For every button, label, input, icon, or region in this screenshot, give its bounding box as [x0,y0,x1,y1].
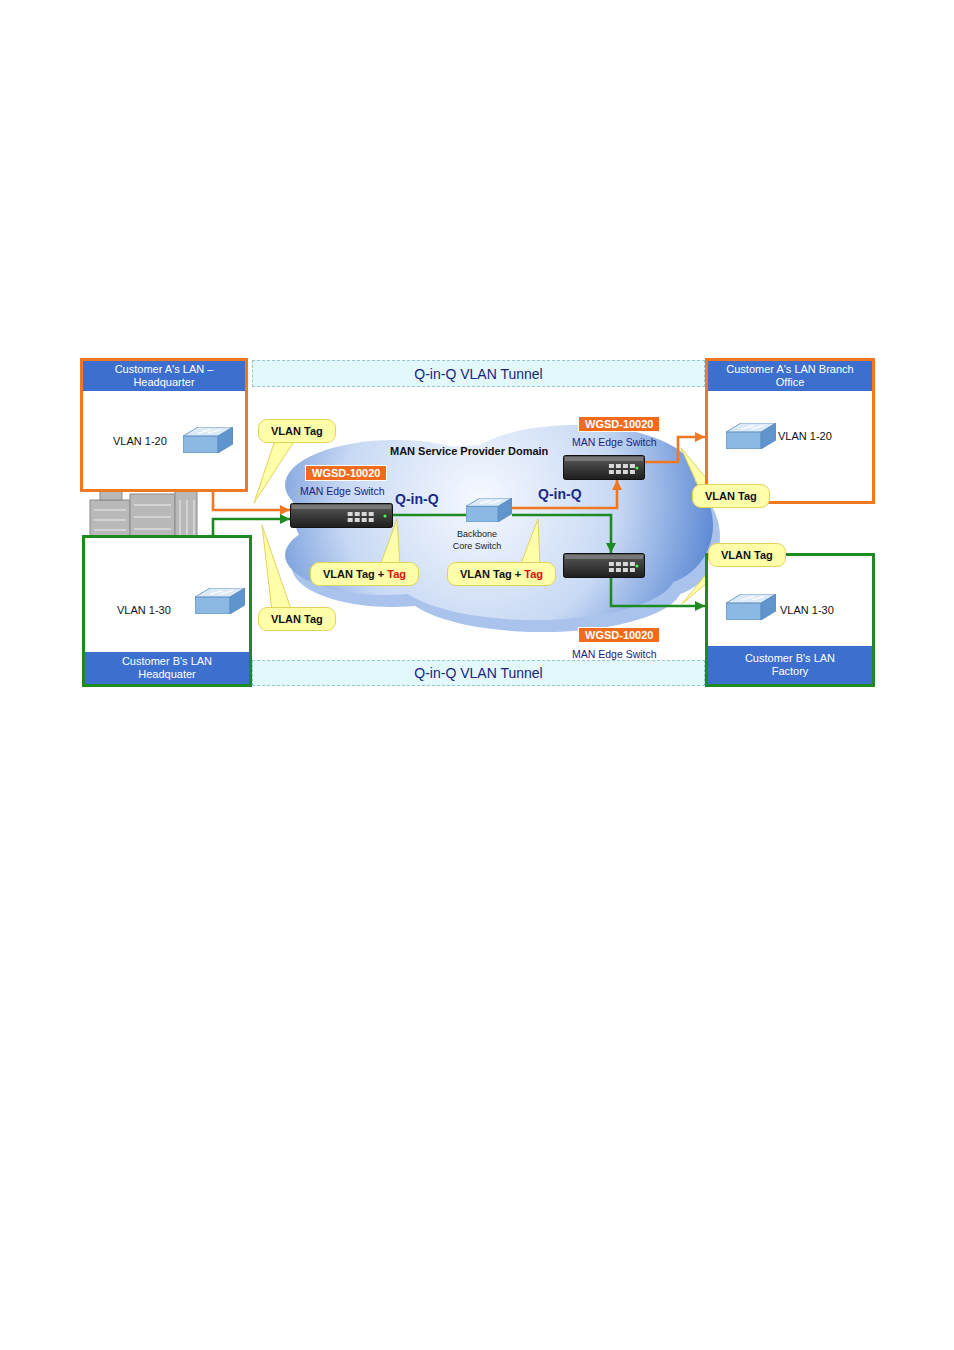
switch-icon [183,427,233,453]
switch-icon [195,588,245,614]
cloud-label: MAN Service Provider Domain [390,445,548,457]
tunnel-label: Q-in-Q VLAN Tunnel [253,661,704,685]
callout-text: VLAN Tag [271,425,323,437]
vlan-range: VLAN 1-20 [778,430,832,442]
edge-switch: WGSD-10020MAN Edge Switch [563,553,645,578]
tag-callout: VLAN Tag [258,419,336,443]
tag-callout: VLAN Tag [258,607,336,631]
vlan-range: VLAN 1-20 [113,435,167,447]
lan-box: VLAN 1-30Customer B's LAN Factory [705,553,875,687]
tag-callout: VLAN Tag [708,543,786,567]
switch-label: MAN Edge Switch [572,648,657,660]
callout-text: VLAN Tag + Tag [460,568,543,580]
callout-tail [520,519,540,566]
tunnel-link [213,492,290,510]
lan-box: Customer A's LAN – HeadquarterVLAN 1-20 [80,358,248,492]
edge-label: Q-in-Q [538,486,582,502]
outer-tag: Tag [524,568,543,580]
model-badge: WGSD-10020 [578,416,660,432]
tag-part: VLAN Tag + [460,568,524,580]
switch-icon [466,498,512,522]
switch-chassis [563,455,645,480]
callout-tail [262,525,292,612]
model-badge: WGSD-10020 [305,465,387,481]
edge-switch: WGSD-10020MAN Edge Switch [563,455,645,480]
tunnel-link [611,578,705,606]
callout-tail [254,440,295,503]
vlan-range: VLAN 1-30 [780,604,834,616]
lan-heading: Customer B's LAN Headquater [85,652,249,684]
callout-text: VLAN Tag + Tag [323,568,406,580]
switch-icon [726,423,776,449]
tunnel-label: Q-in-Q VLAN Tunnel [253,361,704,386]
lan-heading: Customer A's LAN Branch Office [708,361,872,391]
lan-box: VLAN 1-30Customer B's LAN Headquater [82,535,252,687]
callout-text: VLAN Tag [721,549,773,561]
outer-tag: Tag [387,568,406,580]
vlan-range: VLAN 1-30 [117,604,171,616]
switch-icon [726,594,776,620]
tag-callout: VLAN Tag + Tag [310,562,419,586]
callout-text: VLAN Tag [271,613,323,625]
lan-heading: Customer B's LAN Factory [708,646,872,684]
tag-callout: VLAN Tag + Tag [447,562,556,586]
tunnel-link [393,514,466,517]
provider-cloud: MAN Service Provider DomainWGSD-10020MAN… [275,415,710,625]
tunnel-link [512,480,617,508]
lan-heading: Customer A's LAN – Headquarter [83,361,245,391]
tag-callout: VLAN Tag [692,484,770,508]
tunnel-link [213,519,290,535]
callout-text: VLAN Tag [705,490,757,502]
tunnel-band: Q-in-Q VLAN Tunnel [252,660,705,686]
edge-label: Q-in-Q [395,491,439,507]
tag-part: VLAN Tag + [323,568,387,580]
core-switch: Backbone Core Switch [466,498,512,522]
switch-label: MAN Edge Switch [572,436,657,448]
model-badge: WGSD-10020 [578,627,660,643]
lan-box: Customer A's LAN Branch OfficeVLAN 1-20 [705,358,875,504]
switch-chassis [563,553,645,578]
switch-label: MAN Edge Switch [300,485,385,497]
tunnel-band: Q-in-Q VLAN Tunnel [252,360,705,387]
switch-label: Backbone Core Switch [446,528,508,552]
switch-chassis [290,503,393,528]
edge-switch: WGSD-10020MAN Edge Switch [290,503,393,528]
cloud-shape [285,425,713,620]
